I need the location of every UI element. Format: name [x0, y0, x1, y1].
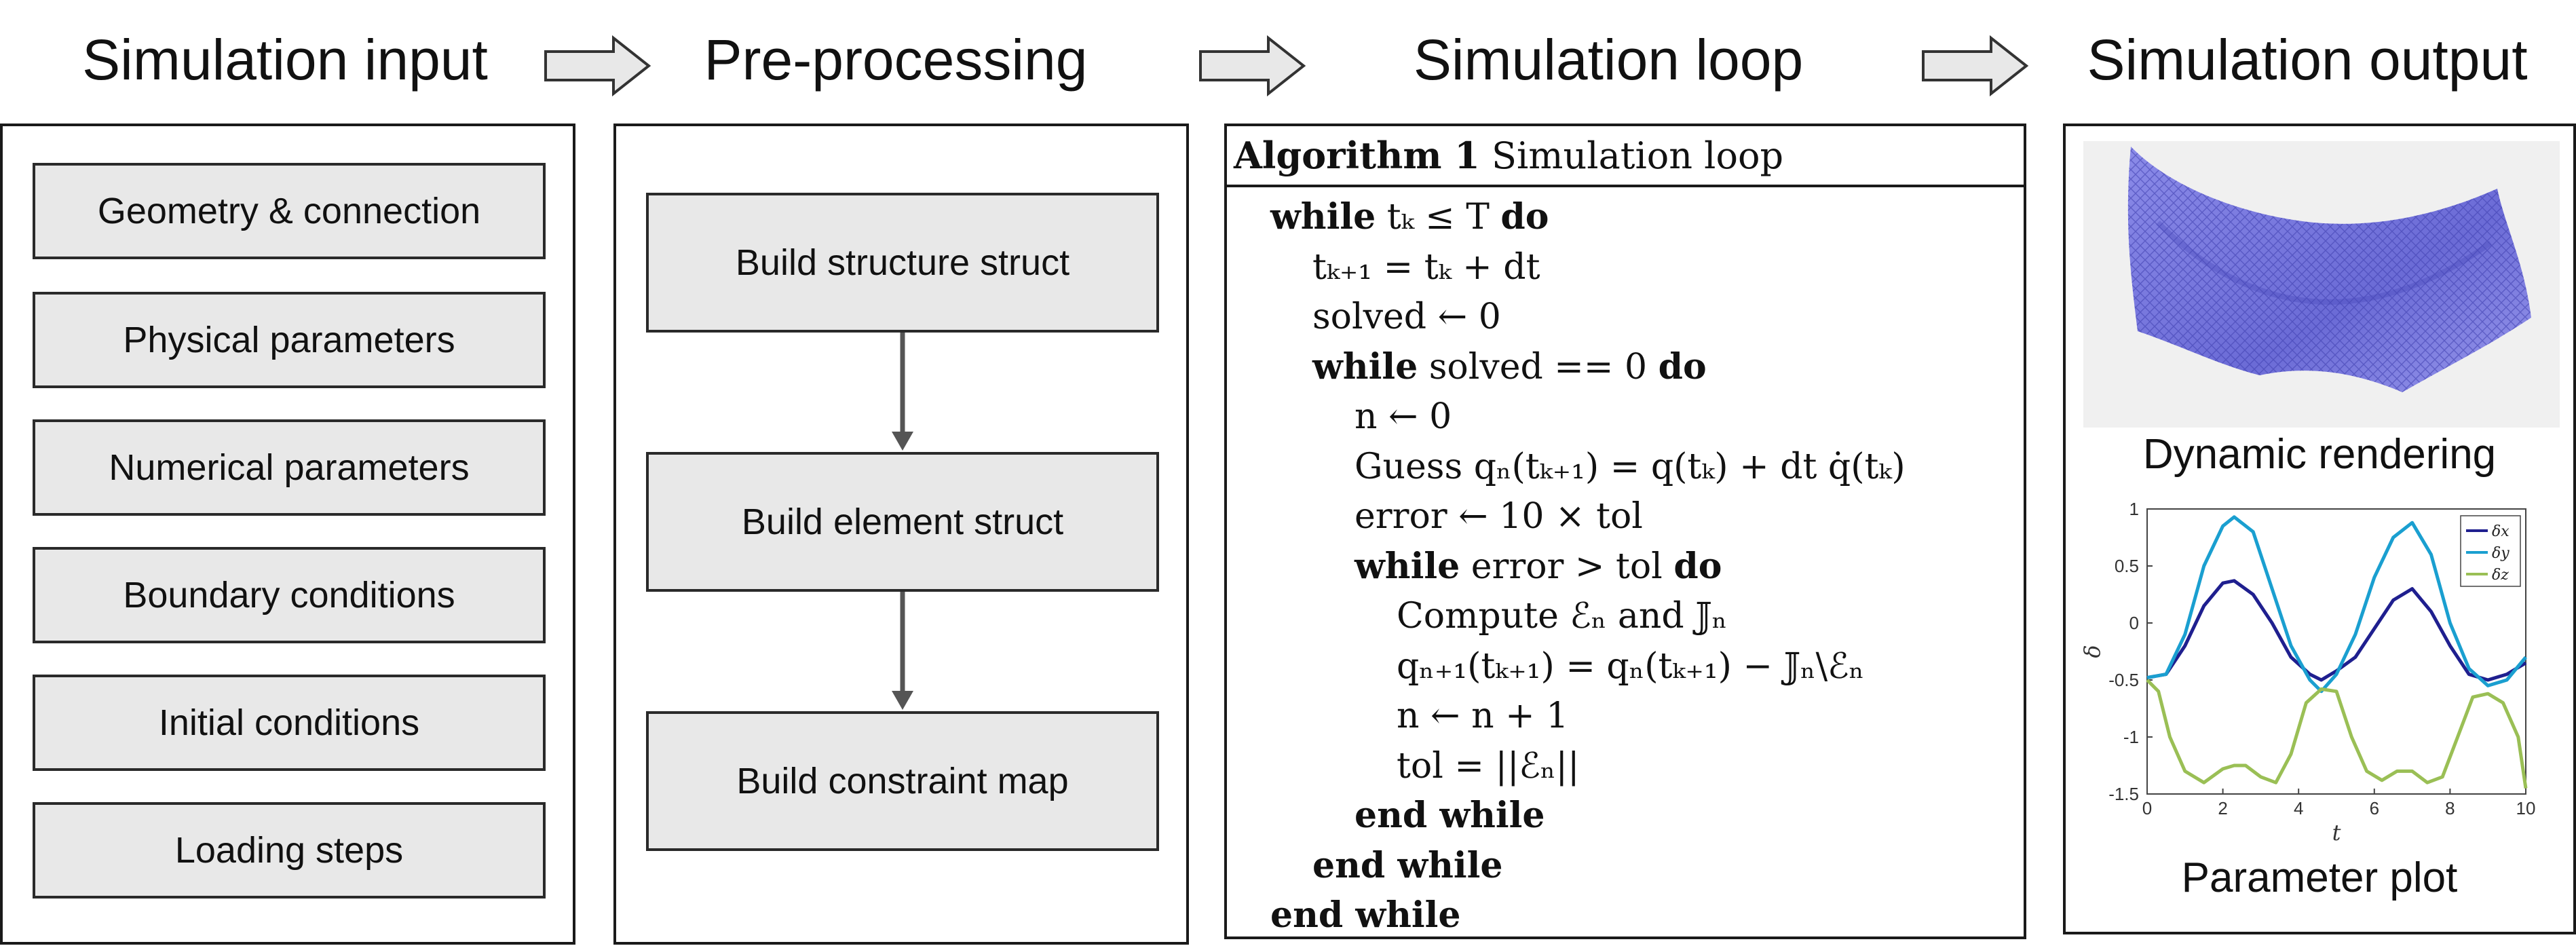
algorithm-keyword: do: [1673, 545, 1722, 587]
parameter-plot-caption: Parameter plot: [2181, 854, 2458, 901]
algorithm-keyword: end while: [1312, 844, 1503, 886]
x-tick-label: 4: [2294, 798, 2303, 818]
input-box-physical: Physical parameters: [33, 292, 546, 388]
y-axis-label: δ: [2079, 645, 2105, 658]
y-tick-label: -0.5: [2108, 670, 2139, 690]
algorithm-keyword: end while: [1355, 795, 1545, 836]
algorithm-keyword: while: [1355, 545, 1460, 587]
legend-label: δx: [2492, 523, 2509, 540]
heading-simulation-input: Simulation input: [82, 28, 488, 92]
simulation-output-panel: Dynamic rendering 0 2 4 6 8 10 1 0.5 0 -0.5 -1 -1.5…: [2063, 124, 2576, 934]
input-box-boundary: Boundary conditions: [33, 547, 546, 643]
legend-label: δy: [2492, 545, 2509, 562]
algorithm-line: Compute ℰₙ and 𝕁ₙ: [1397, 596, 1727, 637]
algorithm-keyword: do: [1500, 196, 1549, 238]
algorithm-line: solved ← 0: [1312, 297, 1501, 337]
algorithm-keyword: while: [1270, 196, 1376, 238]
series-line-1: [2146, 515, 2527, 694]
x-tick-label: 2: [2218, 798, 2227, 818]
build-constraint-box: Build constraint map: [646, 711, 1159, 851]
x-tick-label: 0: [2142, 798, 2152, 818]
y-tick-label: -1.5: [2108, 784, 2139, 804]
algorithm-text: n ← 0: [1355, 396, 1452, 437]
arrow-right-icon: [544, 35, 651, 96]
build-structure-box: Build structure struct: [646, 193, 1159, 333]
algorithm-line: end while: [1312, 844, 1503, 886]
algorithm-text: n ← n + 1: [1397, 696, 1569, 736]
simulation-input-panel: Geometry & connection Physical parameter…: [0, 124, 575, 945]
algorithm-line: error ← 10 × tol: [1355, 496, 1643, 537]
algorithm-text: qₙ₊₁(tₖ₊₁) = qₙ(tₖ₊₁) − 𝕁ₙ\ℰₙ: [1397, 645, 1865, 687]
algorithm-text: tol = ||ℰₙ||: [1397, 745, 1580, 787]
series-line-0: [2146, 579, 2527, 682]
heading-simulation-loop: Simulation loop: [1413, 28, 1804, 92]
pre-processing-panel: Build structure struct Build element str…: [613, 124, 1189, 945]
algorithm-line: while solved == 0 do: [1312, 345, 1707, 387]
y-tick-label: 0.5: [2115, 556, 2139, 576]
algorithm-line: tol = ||ℰₙ||: [1397, 746, 1580, 787]
dynamic-rendering-image: [2083, 141, 2560, 428]
flow-arrow-1: [892, 333, 913, 451]
x-tick-label: 6: [2370, 798, 2379, 818]
algorithm-text: error > tol: [1460, 546, 1674, 587]
arrow-right-icon: [1199, 35, 1306, 96]
y-tick-label: 0: [2129, 613, 2139, 633]
algorithm-line: Guess qₙ(tₖ₊₁) = q(tₖ) + dt q̇(tₖ): [1355, 447, 1906, 487]
algorithm-text: solved == 0: [1418, 346, 1659, 387]
y-tick-label: -1: [2123, 727, 2139, 747]
heading-simulation-output: Simulation output: [2087, 28, 2528, 92]
y-tick-label: 1: [2129, 499, 2139, 519]
build-element-box: Build element struct: [646, 452, 1159, 592]
algorithm-title: Algorithm 1 Simulation loop: [1227, 126, 2024, 187]
algorithm-text: solved ← 0: [1312, 297, 1501, 337]
x-tick-label: 8: [2445, 798, 2455, 818]
algorithm-keyword: do: [1658, 345, 1707, 387]
x-axis-label: t: [2332, 820, 2341, 846]
input-box-geometry: Geometry & connection: [33, 163, 546, 259]
algorithm-text: tₖ ≤ T: [1376, 197, 1501, 238]
algorithm-text: Compute ℰₙ and 𝕁ₙ: [1397, 596, 1728, 637]
heading-pre-processing: Pre-processing: [704, 28, 1088, 92]
algorithm-text: tₖ₊₁ = tₖ + dt: [1312, 246, 1540, 288]
series-line-2: [2146, 679, 2528, 789]
algorithm-line: while error > tol do: [1355, 546, 1722, 587]
input-box-initial: Initial conditions: [33, 675, 546, 771]
algorithm-text: Guess qₙ(tₖ₊₁) = q(tₖ) + dt q̇(tₖ): [1355, 446, 1906, 487]
algorithm-line: n ← n + 1: [1397, 696, 1568, 736]
algorithm-keyword: end while: [1270, 894, 1461, 936]
input-box-numerical: Numerical parameters: [33, 419, 546, 516]
algorithm-keyword: while: [1312, 345, 1418, 387]
arrow-right-icon: [1922, 35, 2029, 96]
algorithm-line: while tₖ ≤ T do: [1270, 197, 1549, 238]
parameter-plot: 0 2 4 6 8 10 1 0.5 0 -0.5 -1 -1.5 t δ δx δy δz: [2079, 499, 2536, 846]
x-tick-label: 10: [2516, 798, 2536, 818]
algorithm-line: n ← 0: [1355, 396, 1452, 437]
algorithm-label: Algorithm 1: [1234, 134, 1480, 177]
flow-arrow-2: [892, 592, 913, 710]
algorithm-line: end while: [1355, 795, 1545, 836]
input-box-loading: Loading steps: [33, 802, 546, 898]
algorithm-text: error ← 10 × tol: [1355, 496, 1643, 537]
algorithm-panel: Algorithm 1 Simulation loop while tₖ ≤ T…: [1224, 124, 2026, 939]
dynamic-rendering-caption: Dynamic rendering: [2142, 431, 2497, 478]
algorithm-name: Simulation loop: [1492, 134, 1784, 177]
algorithm-line: qₙ₊₁(tₖ₊₁) = qₙ(tₖ₊₁) − 𝕁ₙ\ℰₙ: [1397, 646, 1864, 687]
algorithm-line: tₖ₊₁ = tₖ + dt: [1312, 247, 1540, 288]
algorithm-line: end while: [1270, 895, 1461, 936]
legend-label: δz: [2492, 567, 2509, 584]
